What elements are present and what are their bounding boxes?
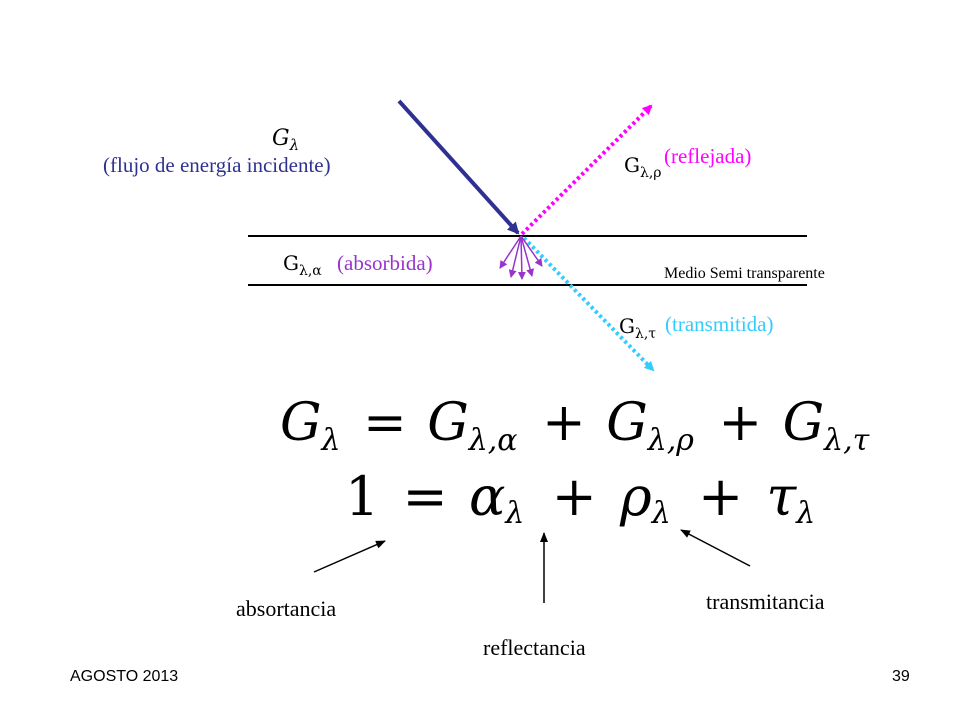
absorbed-arrows <box>499 235 543 280</box>
absortancia-pointer-arrow <box>313 540 386 573</box>
reflected-ray-arrow <box>520 104 653 236</box>
transmitted-ray-arrow <box>522 236 655 372</box>
transmitancia-pointer-arrow <box>680 529 751 567</box>
medium-label: Medio Semi transparente <box>664 265 825 282</box>
transmitted-symbol: Gλ,τ <box>619 314 656 342</box>
incident-label: (flujo de energía incidente) <box>103 153 331 177</box>
incident-symbol: Gλ <box>272 126 299 154</box>
incident-ray-arrow <box>397 99 520 235</box>
transmitted-label: (transmitida) <box>665 312 773 336</box>
footer-date: AGOSTO 2013 <box>70 668 178 685</box>
absorbed-symbol: Gλ,α <box>283 251 322 279</box>
footer-page-number: 39 <box>892 668 910 685</box>
reflectancia-caption: reflectancia <box>483 635 586 660</box>
equation-energy-balance: Gλ = Gλ,α + Gλ,ρ + Gλ,τ <box>280 393 870 463</box>
reflected-symbol: Gλ,ρ <box>624 153 662 181</box>
reflected-label: (reflejada) <box>664 144 751 168</box>
absortancia-caption: absortancia <box>236 596 336 621</box>
equation-coefficients: 1 = αλ + ρλ + τλ <box>345 465 815 536</box>
absorbed-label: (absorbida) <box>337 251 433 275</box>
transmitancia-caption: transmitancia <box>706 589 825 614</box>
